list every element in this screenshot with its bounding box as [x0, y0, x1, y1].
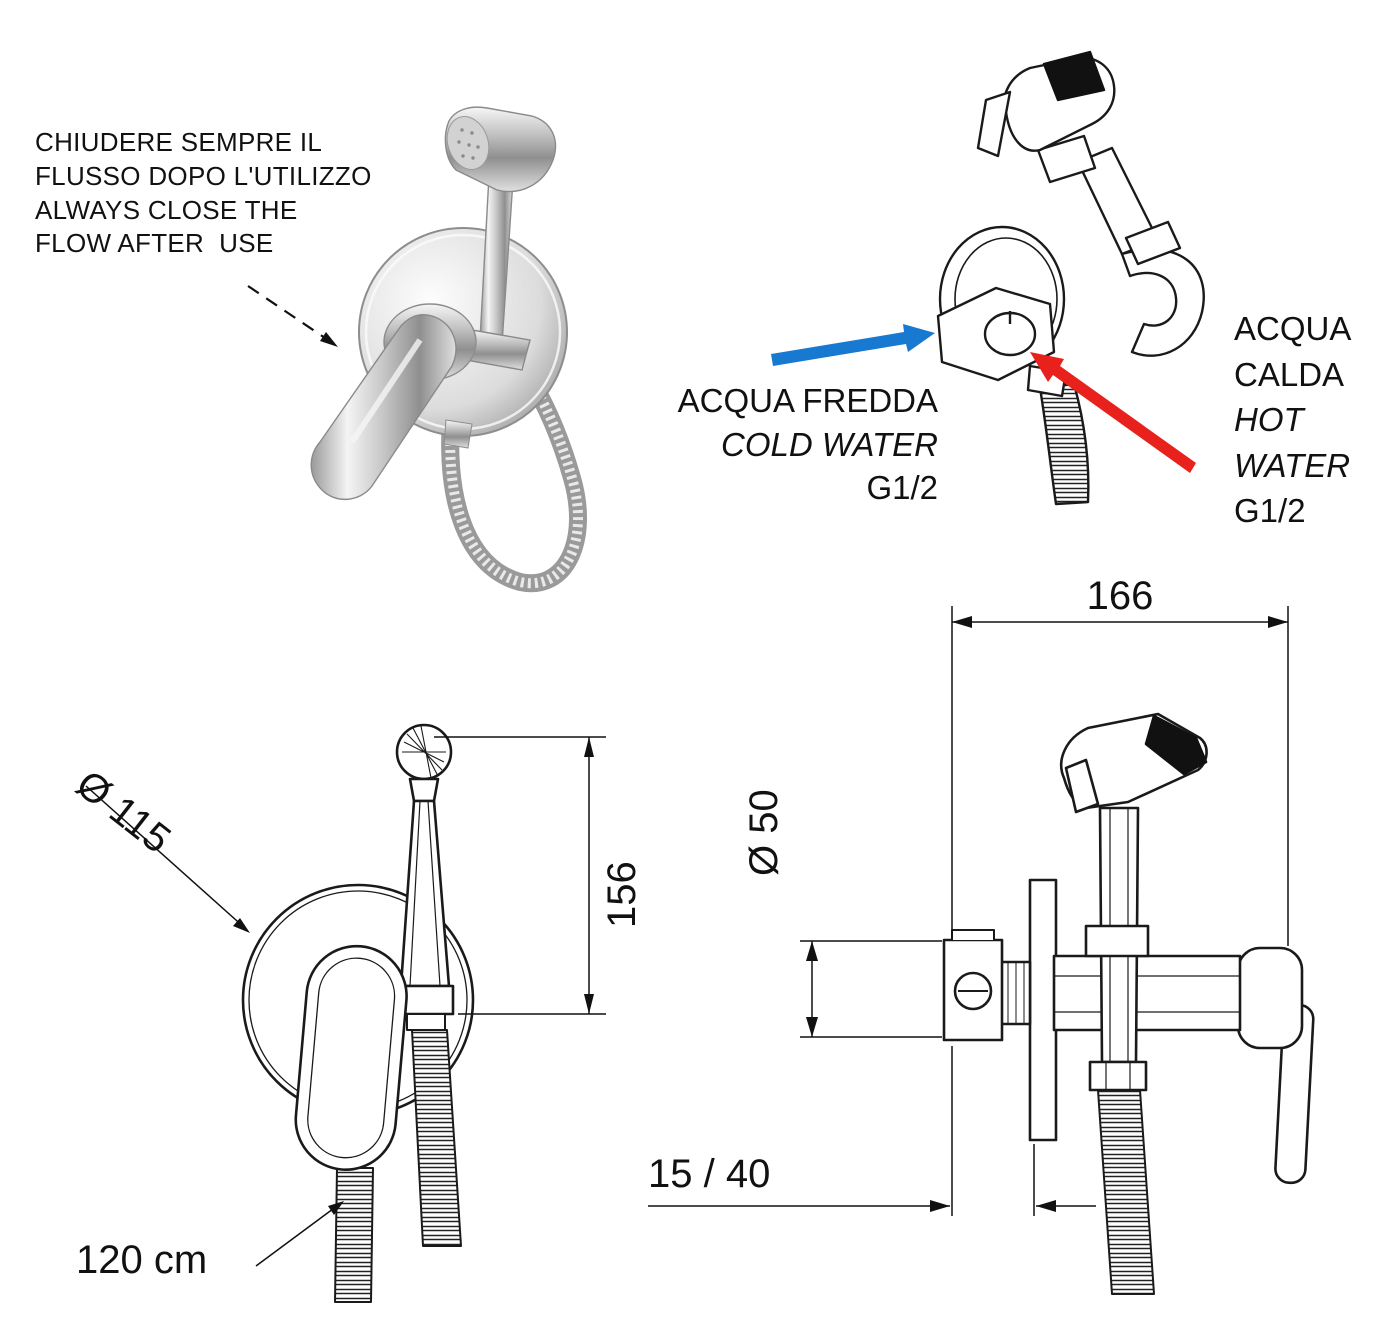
dim-width-166: 166 [1086, 574, 1154, 618]
hot-water-label-italian-1: ACQUA [1234, 310, 1352, 347]
dim-body-diameter: Ø 50 [742, 789, 786, 876]
hot-water-thread-size: G1/2 [1234, 492, 1306, 530]
perspective-line-drawing [936, 50, 1205, 506]
dim-height-156: 156 [600, 861, 644, 928]
hot-water-label-english-1: HOT [1234, 401, 1304, 439]
hot-water-label-english-2: WATER [1234, 446, 1351, 484]
spray-nozzle-dots [457, 128, 480, 160]
product-photo [310, 106, 587, 593]
cold-water-arrow [771, 324, 935, 366]
hot-water-label-italian-2: CALDA [1234, 355, 1345, 393]
cold-water-label: ACQUA FREDDA COLD WATER G1/2 [612, 379, 938, 510]
mixer-lever [310, 314, 457, 500]
dim-hose-length: 120 cm [76, 1238, 208, 1282]
dim-wall-distance: 15 / 40 [648, 1152, 771, 1196]
cold-water-label-italian: ACQUA FREDDA [677, 382, 938, 419]
hot-water-label: ACQUA CALDA HOT WATER G1/2 [1234, 306, 1398, 534]
usage-warning-text: CHIUDERE SEMPRE IL FLUSSO DOPO L'UTILIZZ… [35, 127, 372, 259]
front-view-drawing [241, 723, 475, 1303]
cold-water-label-english: COLD WATER [721, 425, 938, 463]
cold-water-thread-size: G1/2 [866, 469, 938, 507]
side-view-drawing [942, 712, 1315, 1295]
pointer-arrow [247, 285, 338, 347]
side-view-dimensions [648, 606, 1289, 1216]
hot-water-arrow [1030, 352, 1196, 473]
front-view-dimensions [85, 736, 606, 1267]
